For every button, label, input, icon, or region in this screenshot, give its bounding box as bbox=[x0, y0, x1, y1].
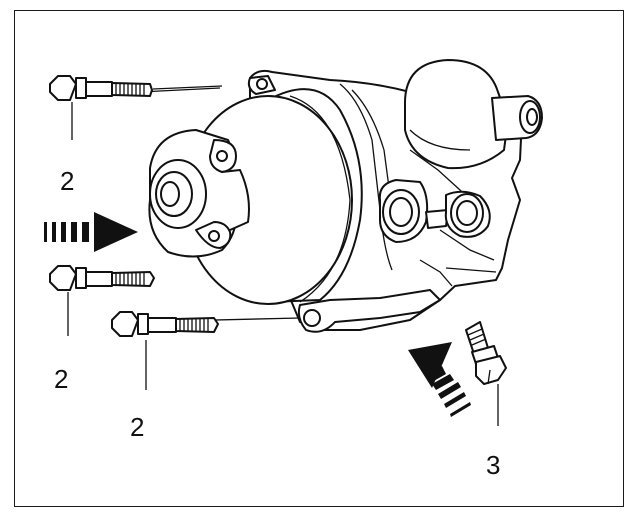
bolt-top bbox=[49, 75, 223, 101]
bolt-bottom bbox=[111, 311, 219, 337]
hose-ports bbox=[378, 179, 491, 243]
bolt-small bbox=[465, 321, 507, 385]
arrow-right bbox=[44, 212, 138, 252]
callout-3: 3 bbox=[486, 450, 501, 480]
reservoir-dome bbox=[403, 59, 543, 170]
callout-2-bottom: 2 bbox=[130, 412, 145, 442]
drive-hub-flange bbox=[148, 129, 250, 258]
arrow-up-left bbox=[408, 342, 471, 417]
bolt-middle bbox=[49, 265, 155, 291]
callout-2-middle: 2 bbox=[54, 364, 69, 394]
leader-lines bbox=[67, 102, 499, 426]
callout-2-top: 2 bbox=[60, 166, 75, 196]
